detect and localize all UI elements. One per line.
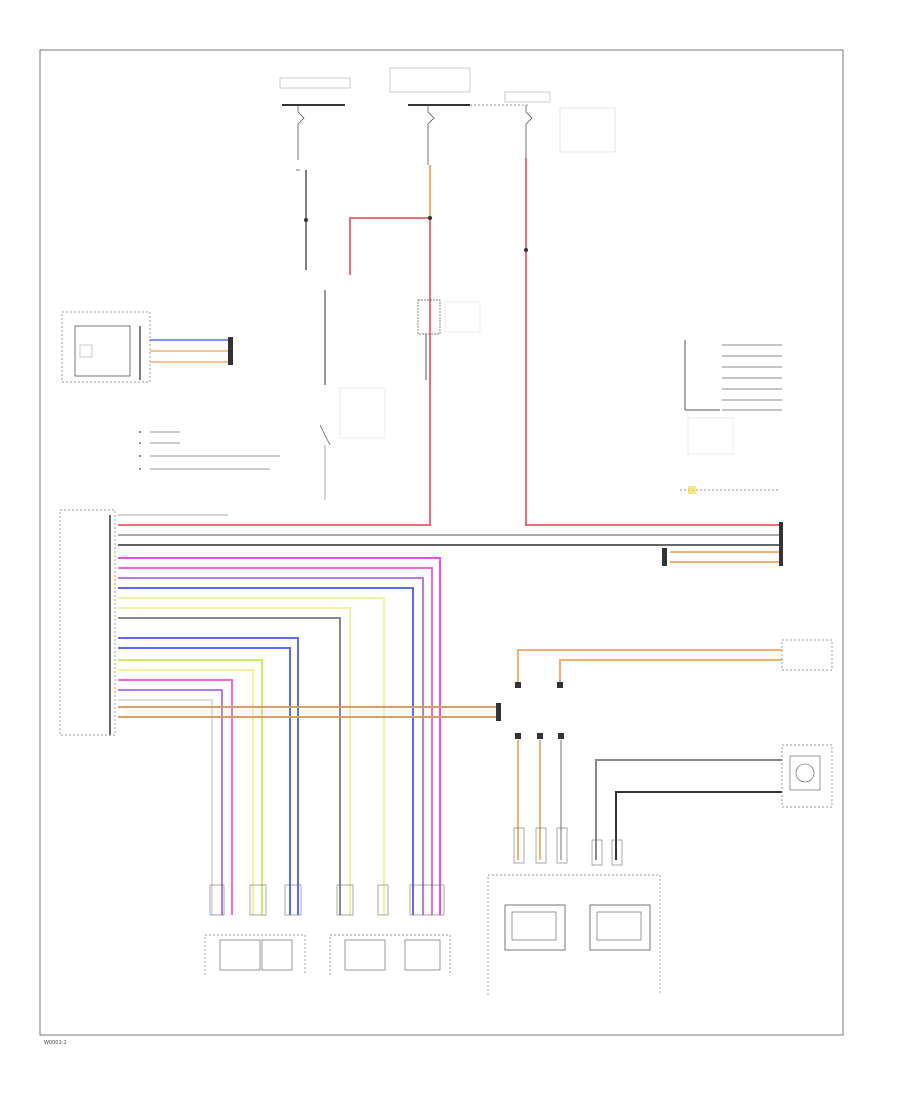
fuse-block-center bbox=[389, 67, 530, 300]
solenoid-group-center bbox=[329, 934, 451, 975]
right-connector-mid bbox=[662, 522, 783, 566]
wire-red-right bbox=[525, 158, 782, 526]
fuse-block-right bbox=[504, 91, 616, 158]
fuse-block-left bbox=[279, 77, 351, 270]
tcm-connector bbox=[59, 509, 116, 736]
sensor-wires bbox=[515, 733, 833, 860]
tcm-wires bbox=[118, 514, 782, 915]
instrument-cluster bbox=[61, 311, 233, 383]
brake-switch bbox=[319, 290, 386, 500]
orange-loop bbox=[515, 639, 833, 688]
diagram-code: W0001-1 bbox=[44, 1040, 67, 1046]
legend bbox=[139, 431, 280, 470]
neutral-switch bbox=[417, 299, 481, 380]
right-module-upper bbox=[680, 340, 782, 494]
bottom-connectors bbox=[209, 827, 623, 916]
diagram-frame bbox=[39, 49, 844, 1036]
wire-red-center bbox=[118, 218, 431, 526]
wire-red-left bbox=[349, 217, 430, 275]
sensor-housing bbox=[487, 874, 661, 995]
solenoid-group-left bbox=[204, 934, 306, 975]
